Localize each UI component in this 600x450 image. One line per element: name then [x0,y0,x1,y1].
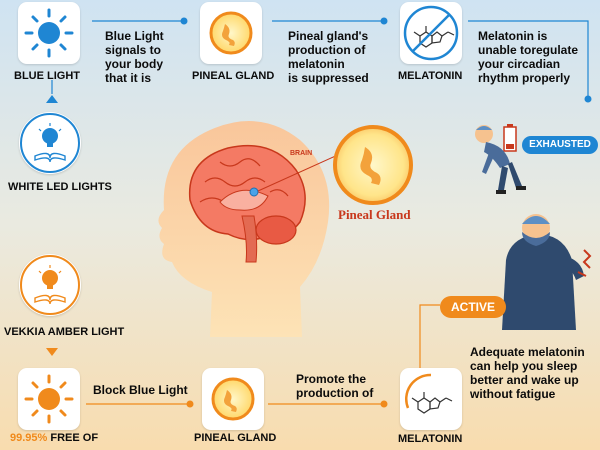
amber-light-box [19,254,81,316]
adequate-melatonin-text: Adequate melatonin can help you sleep be… [470,345,585,401]
active-man-figure [502,214,592,330]
melatonin-label-bottom: MELATONIN [398,433,463,445]
amber-bulb-book-icon [20,255,80,315]
head-silhouette: BRAIN [158,121,340,337]
blue-light-box [18,2,80,64]
pineal-gland-box-bottom [202,368,264,430]
bottom-connectors [86,304,440,405]
pineal-gland-label-top: PINEAL GLAND [192,70,275,82]
brain-tag: BRAIN [290,150,312,157]
free-percent: 99.95% [10,432,48,444]
led-bulb-book-icon [20,113,80,173]
melatonin-box-top [400,2,462,64]
active-badge: ACTIVE [440,296,506,318]
block-blue-light-text: Block Blue Light [93,383,188,397]
melatonin-label-top: MELATONIN [398,70,463,82]
low-battery-icon [503,124,517,152]
blue-light-signal-text: Blue Light signals to your body that it … [105,29,164,85]
pineal-gland-box-top [200,2,262,64]
pineal-gland-label-bottom: PINEAL GLAND [194,432,277,444]
pineal-gland-icon [211,377,255,421]
promote-production-text: Promote the production of [296,372,374,400]
sun-icon [24,374,74,424]
sun-icon [24,8,74,58]
tired-man-figure [475,125,526,194]
pineal-suppressed-text: Pineal gland's production of melatonin i… [288,29,369,85]
white-led-box [19,112,81,174]
pineal-gland-caption: Pineal Gland [338,207,411,222]
exhausted-badge: EXHAUSTED [522,136,598,154]
melatonin-box-bottom [400,368,462,430]
white-led-label: WHITE LED LIGHTS [8,181,112,193]
free-of-label: 99.95% FREE OF [10,432,98,444]
blue-light-label: BLUE LIGHT [14,70,80,82]
melatonin-molecule-icon [403,5,459,61]
top-connectors [51,20,589,97]
melatonin-molecule-icon [405,373,453,414]
free-text: FREE OF [50,432,99,444]
pineal-gland-icon [209,11,253,55]
pineal-gland-zoom [333,125,413,205]
circadian-text: Melatonin is unable toregulate your circ… [478,29,579,85]
amber-light-label: VEKKIA AMBER LIGHT [4,326,125,338]
amber-sun-box [18,368,80,430]
